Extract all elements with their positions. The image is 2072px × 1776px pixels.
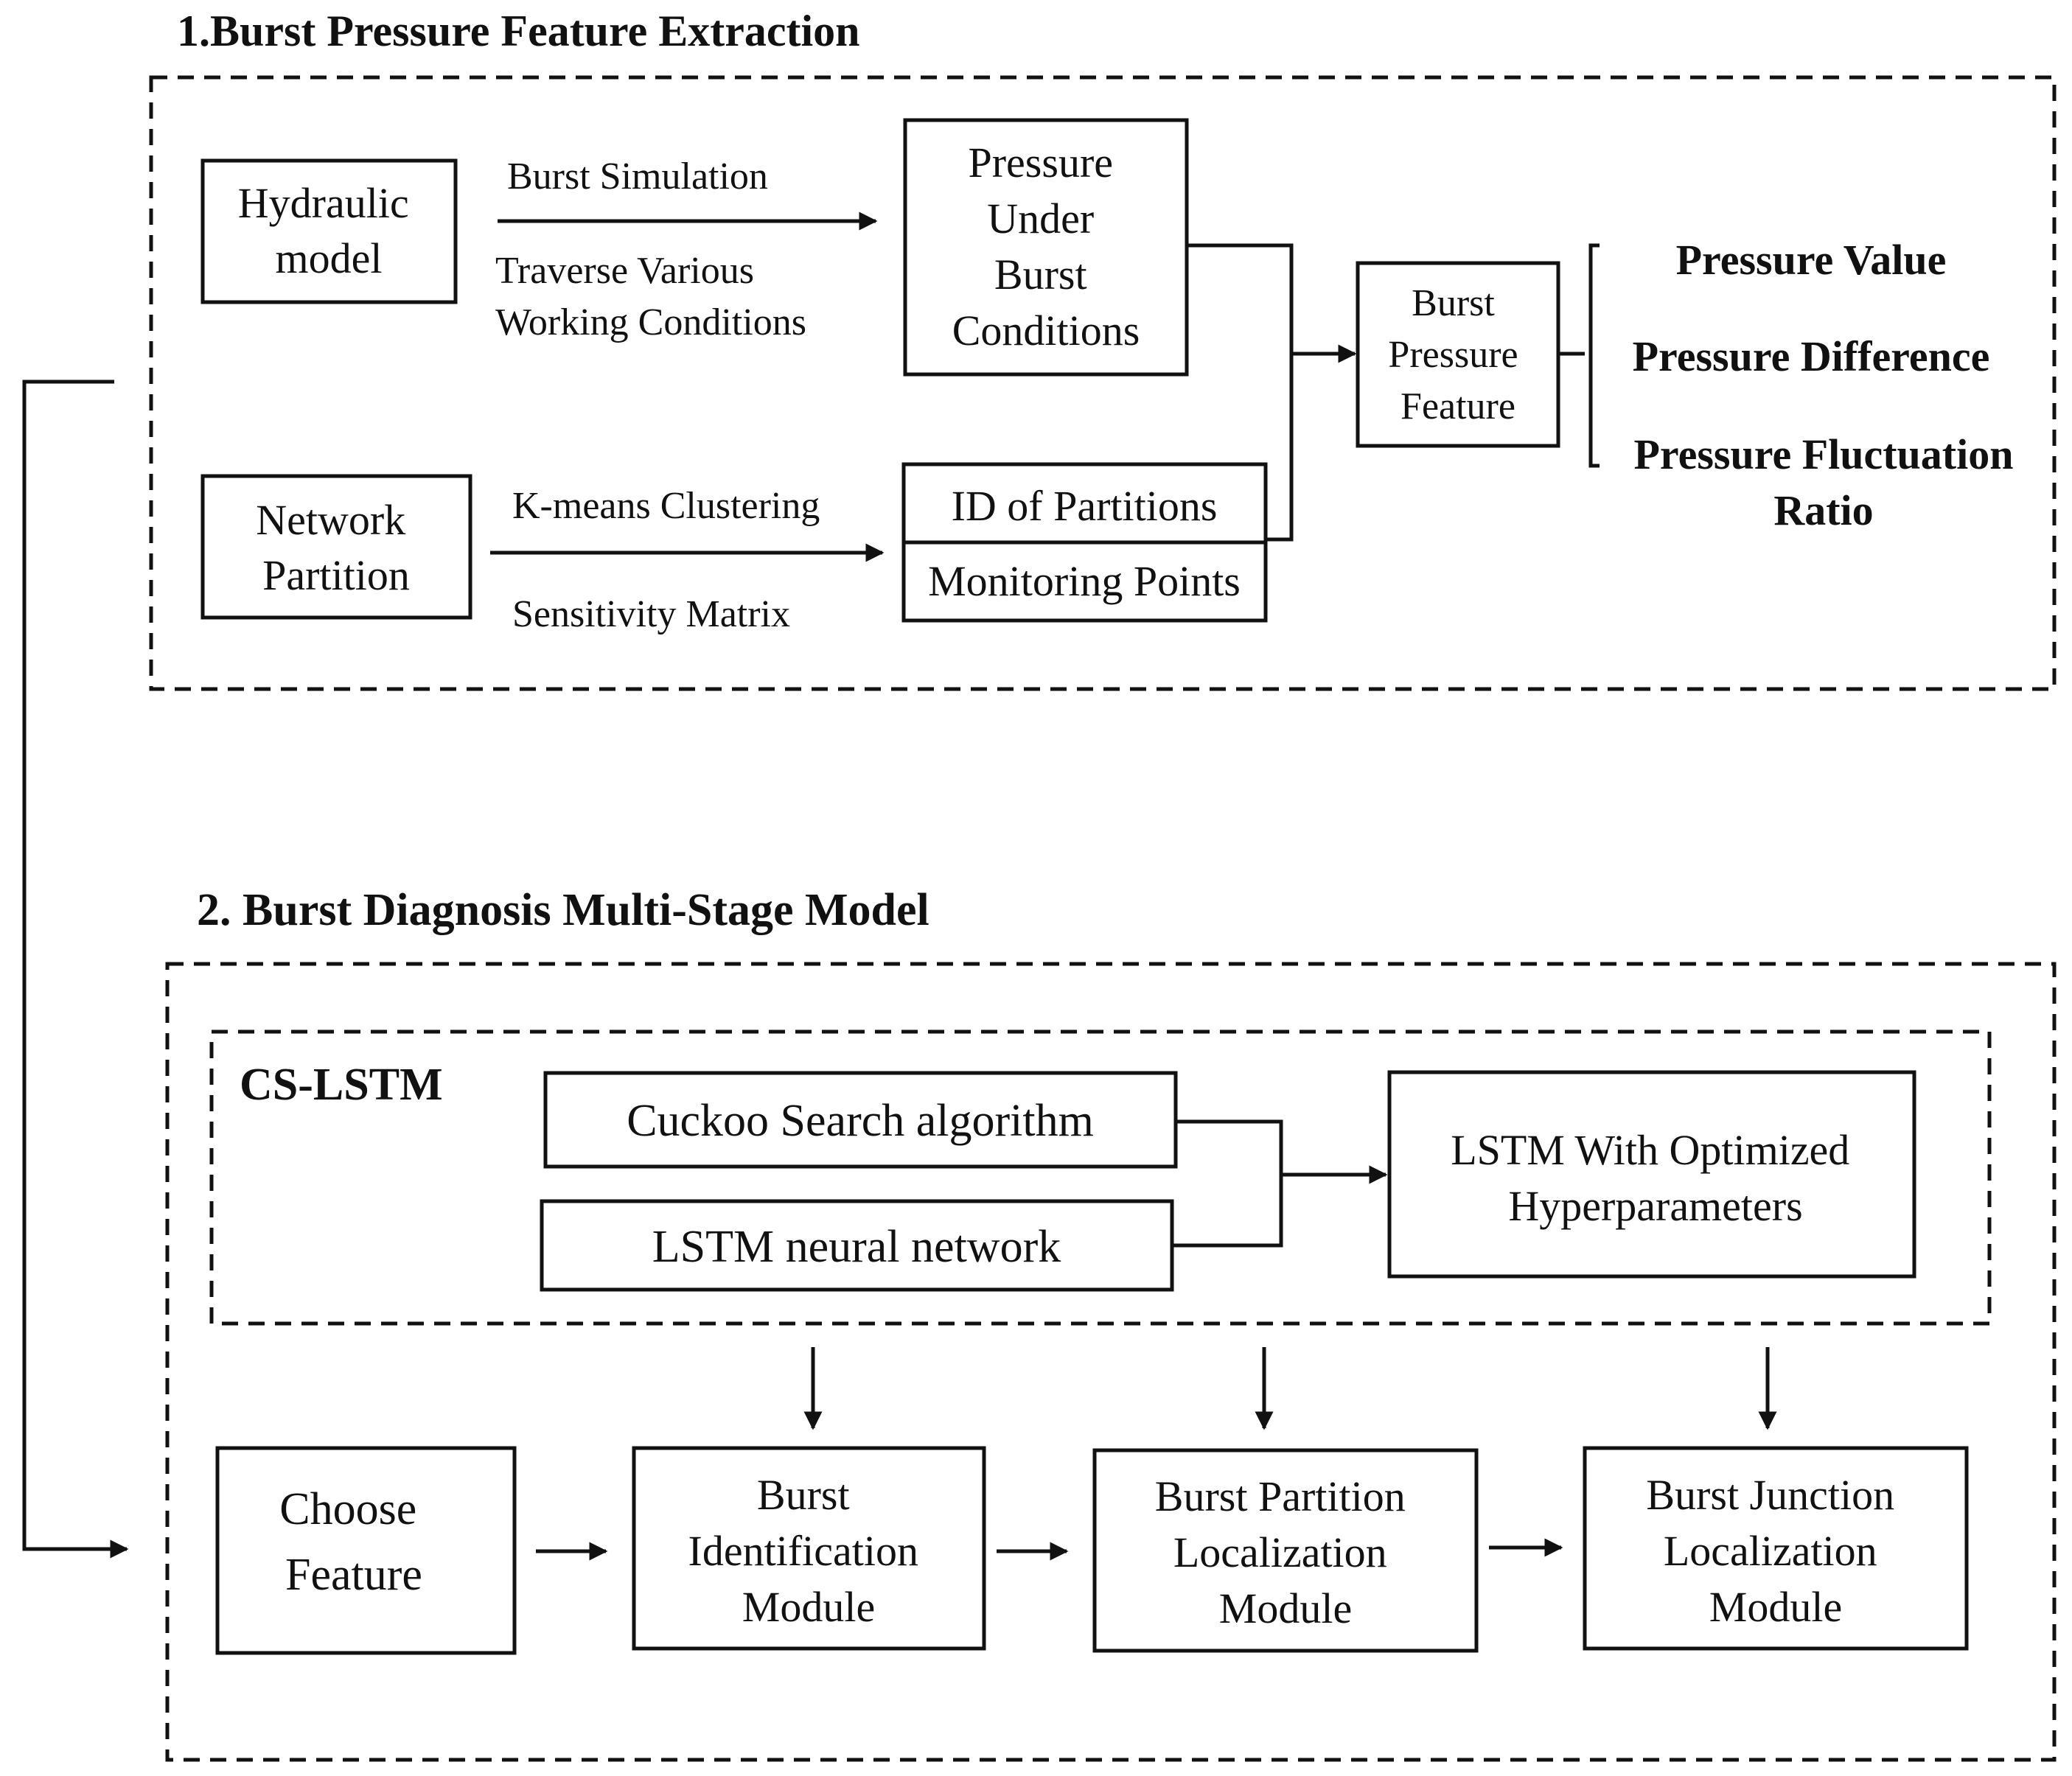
monitoring-points-box	[901, 540, 1268, 623]
monitoring-points-label: Monitoring Points	[928, 557, 1241, 605]
feature-pressure-value: Pressure Value	[1676, 236, 1947, 284]
cs-lstm-dashed-frame	[209, 1029, 1992, 1326]
id-partitions-label: ID of Partitions	[952, 482, 1218, 530]
identification-module-box	[632, 1446, 986, 1651]
feature-bracket	[1588, 243, 1600, 468]
pressure-under-burst-label: Pressure Under Burst Conditions	[952, 139, 1140, 354]
connector-section1-to-section2	[22, 380, 129, 1559]
id-partitions-box	[901, 462, 1268, 545]
network-partition-box	[200, 474, 472, 620]
lstm-network-label: LSTM neural network	[652, 1222, 1061, 1272]
lstm-network-box	[540, 1199, 1174, 1292]
feature-ratio: Ratio	[1773, 486, 1873, 534]
lstm-optimized-box	[1387, 1070, 1916, 1279]
feature-pressure-difference: Pressure Difference	[1633, 332, 1990, 380]
burst-simulation-label: Burst Simulation	[507, 155, 768, 197]
hydraulic-model-label: Hydraulic model	[238, 179, 419, 282]
partition-localization-label: Burst Partition Localization Module	[1155, 1472, 1416, 1632]
lstm-optimized-label: LSTM With Optimized Hyperparameters	[1451, 1126, 1860, 1230]
choose-feature-box	[215, 1446, 517, 1655]
pressure-under-burst-box	[903, 118, 1189, 377]
network-partition-label: Network Partition	[256, 496, 416, 599]
choose-feature-label: Choose Feature	[279, 1484, 428, 1600]
cuckoo-search-box	[543, 1071, 1178, 1169]
junction-localization-label: Burst Junction Localization Module	[1646, 1471, 1905, 1631]
feature-pressure-fluctuation: Pressure Fluctuation	[1633, 430, 2013, 478]
junction-localization-box	[1583, 1446, 1969, 1651]
connector-cs-lstm-merge	[1172, 1119, 1283, 1248]
section2-title: 2. Burst Diagnosis Multi-Stage Model	[197, 885, 929, 935]
cuckoo-search-label: Cuckoo Search algorithm	[627, 1096, 1094, 1146]
kmeans-label: K-means Clustering	[512, 485, 820, 527]
burst-pressure-feature-box	[1356, 261, 1560, 448]
hydraulic-model-box	[200, 158, 458, 304]
section2-dashed-frame	[165, 962, 2057, 1762]
cs-lstm-title: CS-LSTM	[240, 1060, 443, 1110]
identification-module-label: Burst Identification Module	[688, 1471, 929, 1631]
section1-dashed-frame	[149, 75, 2057, 691]
section1-title: 1.Burst Pressure Feature Extraction	[177, 7, 860, 55]
traverse-conditions-label: Traverse Various Working Conditions	[495, 250, 806, 343]
partition-localization-box	[1092, 1448, 1479, 1653]
connector-pressure-merge	[1187, 243, 1294, 542]
burst-pressure-feature-label: Burst Pressure Feature	[1388, 282, 1527, 427]
sensitivity-matrix-label: Sensitivity Matrix	[512, 593, 790, 635]
